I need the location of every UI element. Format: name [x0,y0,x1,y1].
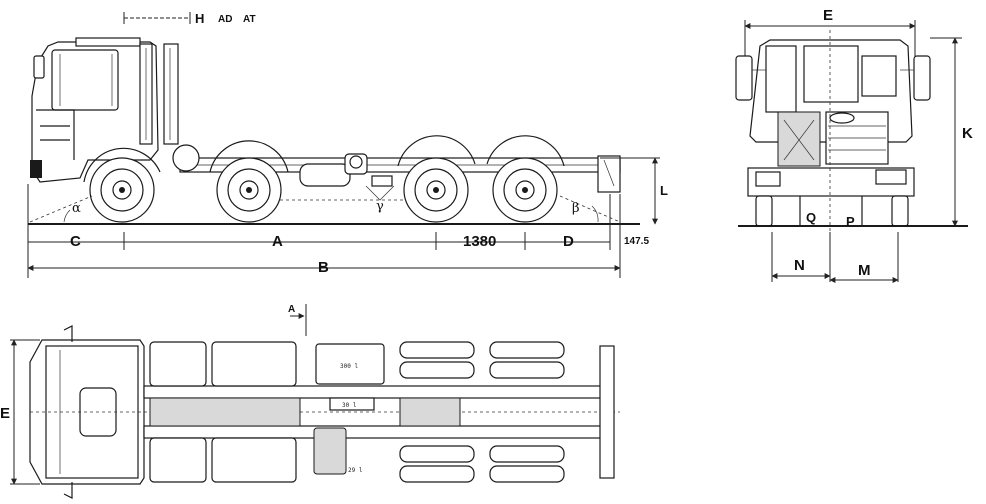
label-c: C [70,233,81,250]
dim-chain: C A 1380 D 147.5 B [27,184,649,278]
front-cab [735,30,931,232]
small-tank-label: 30 l [342,402,357,409]
label-q: Q [806,210,816,225]
height-indicator: H AD AT [123,11,256,26]
top-battery [313,427,347,475]
top-small-tank [329,397,375,411]
label-e-front: E [823,7,833,24]
side-wheel-3 [403,157,469,223]
side-wheel-1 [89,157,155,223]
label-b: B [318,259,329,276]
label-1380: 1380 [463,233,496,250]
dim-l: L [600,157,668,225]
side-view: H AD AT [27,11,668,278]
label-e-top: E [0,405,10,422]
top-fuel-tank [315,343,385,385]
side-cab [30,37,179,183]
top-rear-wheels [399,341,565,483]
side-wheels [83,135,565,223]
angle-beta: β [572,201,580,216]
dim-e-front: E [744,7,916,58]
label-d: D [563,233,574,250]
side-wheel-2 [216,157,282,223]
label-k: K [962,125,973,142]
side-air-tank [172,144,200,172]
section-a-marker: A [288,304,307,336]
battery-label: 29 l [348,467,363,474]
label-p: P [846,214,855,229]
label-at: AT [243,14,256,25]
top-chassis [30,345,620,479]
label-a: A [272,233,283,250]
label-m: M [858,262,871,279]
dim-n-m: N M [771,232,899,283]
fuel-tank-label: 300 l [340,363,358,370]
side-wheel-4 [492,157,558,223]
label-h: H [195,11,204,26]
label-a-section: A [288,304,295,315]
angle-gamma: γ [376,199,384,214]
angle-alpha: α [72,201,81,216]
side-components [299,153,393,187]
label-l: L [660,183,668,198]
top-components: 300 l 30 l 29 l [149,341,385,483]
label-n: N [794,257,805,274]
dim-k: K [930,37,973,227]
top-view: E 300 l 30 l [0,304,620,499]
label-ad: AD [218,14,232,25]
dim-e-top: E [0,339,40,485]
front-view: E [735,7,973,283]
label-147-5: 147.5 [624,236,649,247]
